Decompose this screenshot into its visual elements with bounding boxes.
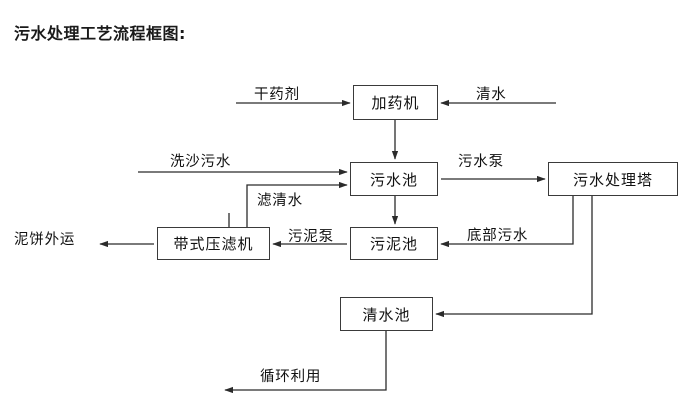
edge-label-sand-wash-sewage: 洗沙污水 [170, 154, 232, 170]
node-wastewater-pool[interactable]: 污水池 [350, 162, 438, 196]
node-label: 污泥池 [369, 235, 418, 253]
edge-label-sewage-pump: 污水泵 [458, 154, 504, 170]
edge-filtered-water [246, 181, 348, 243]
node-label: 污水池 [369, 170, 418, 189]
edge-tower-to-clean-pool [435, 196, 593, 318]
node-clean-water-pool[interactable]: 清水池 [340, 297, 433, 331]
node-label: 污水处理塔 [572, 170, 653, 189]
edge-label-clean-water-input: 清水 [476, 87, 507, 103]
page-title: 污水处理工艺流程框图: [14, 24, 186, 43]
node-dosing-machine[interactable]: 加药机 [353, 85, 438, 120]
edge-label-bottom-sewage: 底部污水 [467, 228, 529, 244]
edge-label-sludge-pump: 污泥泵 [288, 229, 334, 245]
edge-label-dry-chemical: 干药剂 [254, 87, 300, 103]
edge-label-recycle-reuse: 循环利用 [260, 369, 322, 385]
node-treatment-tower[interactable]: 污水处理塔 [548, 162, 678, 196]
edge-bottom-sewage [440, 196, 574, 248]
node-sludge-pool[interactable]: 污泥池 [350, 227, 438, 260]
node-label: 加药机 [371, 94, 420, 112]
node-label: 清水池 [362, 305, 411, 324]
node-label: 带式压滤机 [173, 235, 254, 253]
edge-label-mud-cake-transport: 泥饼外运 [14, 232, 76, 248]
edge-recycle [224, 331, 387, 394]
edge-label-filtered-clear-water: 滤清水 [257, 193, 303, 209]
node-belt-filter-press[interactable]: 带式压滤机 [157, 227, 270, 260]
